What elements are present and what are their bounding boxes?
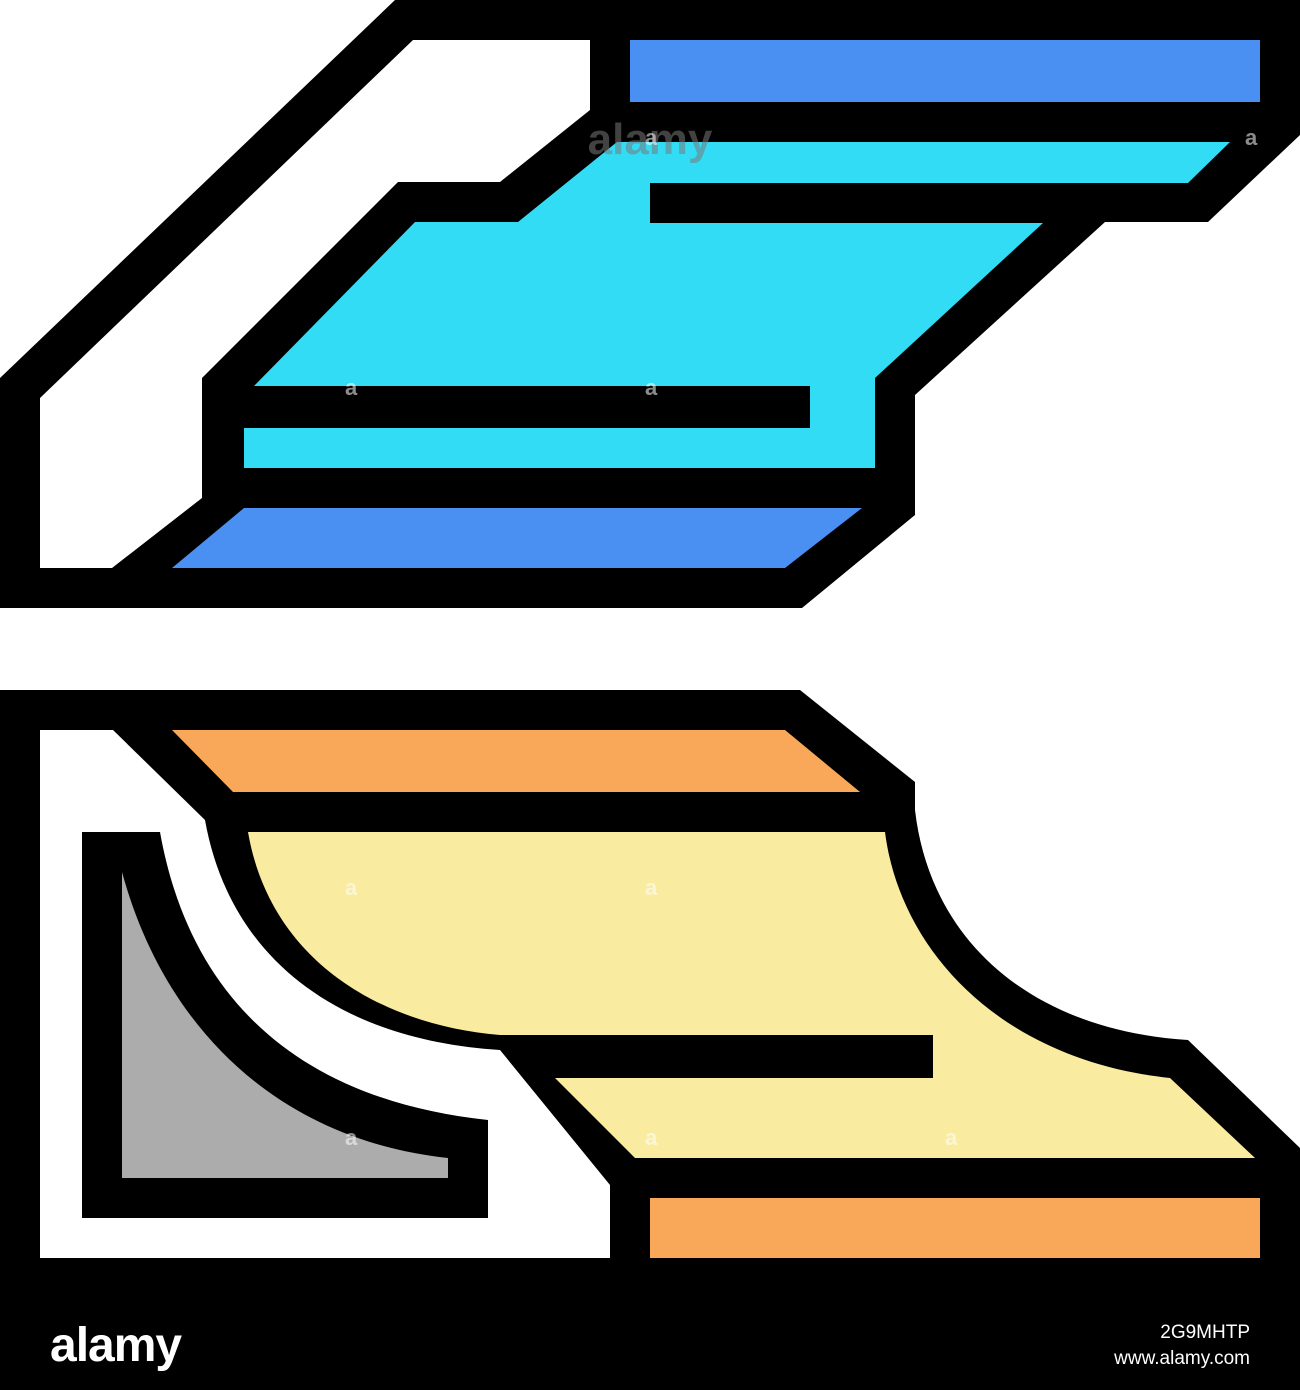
bottom-ramp-upper-deck — [172, 730, 860, 792]
footer-site: www.alamy.com — [1114, 1347, 1250, 1369]
top-ramp-lower-deck — [172, 508, 862, 568]
bottom-ramp-support-fill — [122, 872, 448, 1178]
stock-footer-bar: alamy 2G9MHTP www.alamy.com — [0, 1300, 1300, 1390]
bottom-ramp-lower-deck — [650, 1198, 1260, 1258]
top-ramp-slope — [244, 142, 1230, 468]
top-ramp-side-panel — [40, 40, 590, 568]
top-ramp — [0, 0, 1300, 608]
footer-image-info: 2G9MHTP www.alamy.com — [1114, 1320, 1250, 1371]
footer-logo: alamy — [50, 1319, 182, 1372]
bottom-ramp-curve — [248, 832, 1255, 1158]
top-ramp-upper-deck — [630, 40, 1260, 102]
skate-ramps-artwork — [0, 0, 1300, 1300]
footer-image-id: 2G9MHTP — [1160, 1322, 1250, 1343]
bottom-ramp — [0, 690, 1300, 1300]
